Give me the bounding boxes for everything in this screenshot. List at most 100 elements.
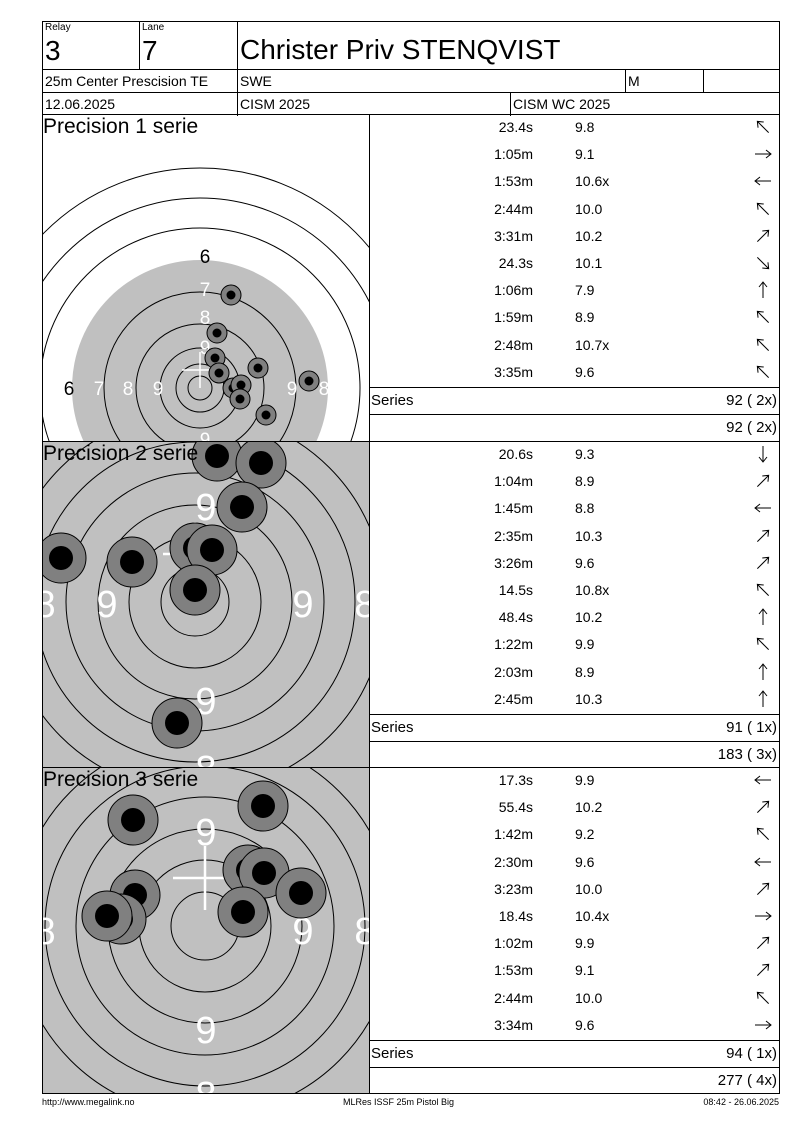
country: SWE: [240, 73, 272, 89]
ring-number: 9: [195, 681, 216, 723]
shot-time: 2:44m: [494, 200, 533, 217]
ring-number: 9: [200, 430, 211, 441]
shot-hole-center: [165, 711, 189, 735]
direction-arrow-icon: [756, 583, 770, 597]
shot-score: 9.6: [575, 1016, 595, 1033]
gender: M: [628, 73, 640, 89]
shot-time: 18.4s: [498, 908, 533, 924]
shot-time: 3:34m: [494, 1016, 533, 1033]
ring-number: 7: [200, 280, 211, 301]
shot-time: 55.4s: [498, 799, 533, 816]
shot-time: 2:30m: [494, 853, 533, 870]
direction-arrow-icon: [756, 882, 770, 895]
relay-value: 3: [45, 35, 61, 66]
shot-score: 7.9: [575, 282, 595, 299]
shot-score: 9.9: [575, 935, 595, 952]
direction-arrow-icon: [756, 474, 770, 488]
series-title-1: Precision 1 serie: [43, 115, 199, 138]
lane-label: Lane: [142, 22, 165, 33]
shot-time: 1:42m: [494, 826, 533, 843]
shot-score: 8.9: [575, 309, 595, 326]
shot-time: 3:26m: [494, 554, 533, 571]
shot-score: 10.1: [575, 255, 603, 271]
shot-score: 9.8: [575, 119, 595, 135]
shot-time: 1:59m: [494, 309, 533, 326]
shot-time: 1:53m: [494, 962, 533, 979]
shot-row: 2:30m 9.6: [369, 850, 779, 877]
ring-number: 6: [64, 379, 75, 400]
cumulative-total: 277 ( 4x): [717, 1072, 777, 1089]
divider: [139, 22, 140, 69]
shot-score: 9.6: [575, 853, 595, 870]
ring-number: 6: [200, 247, 211, 268]
shot-hole-center: [304, 376, 314, 386]
relay-label: Relay: [45, 22, 71, 33]
shot-score: 9.9: [575, 636, 595, 653]
direction-arrow-icon: [755, 1020, 772, 1030]
target-diagram-2: 9999888: [43, 442, 369, 767]
ring-number: 7: [94, 379, 105, 400]
series-total: 91 ( 1x): [726, 719, 777, 736]
cumulative-total-row: 92 ( 2x): [369, 414, 779, 442]
event-name: 25m Center Prescision TE: [45, 73, 209, 89]
ring-number: 8: [43, 584, 56, 626]
direction-arrow-icon: [758, 608, 768, 626]
shot-score: 10.0: [575, 200, 603, 217]
direction-arrow-icon: [758, 446, 768, 463]
shot-time: 24.3s: [498, 255, 533, 271]
shot-row: 1:59m 8.9: [369, 305, 779, 332]
direction-arrow-icon: [756, 638, 770, 651]
header-block: Relay 3 Lane 7 Christer Priv STENQVIST 2…: [42, 21, 780, 116]
shot-score: 9.1: [575, 962, 595, 979]
shot-score: 10.7x: [575, 336, 610, 353]
direction-arrow-icon: [758, 281, 768, 299]
direction-arrow-icon: [756, 556, 770, 569]
shot-score: 10.3: [575, 690, 603, 707]
championship: CISM WC 2025: [513, 96, 611, 112]
shot-row: 3:34m 9.6: [369, 1013, 779, 1040]
direction-arrow-icon: [756, 828, 770, 841]
shot-score: 9.6: [575, 554, 595, 571]
shot-score: 10.2: [575, 227, 603, 244]
direction-arrow-icon: [755, 149, 772, 159]
ring-number: 9: [195, 487, 216, 529]
shot-score: 10.6x: [575, 173, 610, 190]
direction-arrow-icon: [756, 311, 770, 324]
shot-score: 10.0: [575, 880, 603, 897]
shot-score: 9.2: [575, 826, 595, 843]
divider: [625, 69, 626, 92]
direction-arrow-icon: [755, 911, 772, 921]
ring-number: 8: [195, 1075, 216, 1093]
cumulative-total: 92 ( 2x): [726, 419, 777, 436]
shot-time: 2:48m: [494, 336, 533, 353]
shot-hole-center: [235, 394, 245, 404]
shot-score: 9.3: [575, 446, 595, 462]
direction-arrow-icon: [756, 120, 770, 134]
shot-time: 1:02m: [494, 935, 533, 952]
shot-hole-center: [214, 368, 224, 378]
cumulative-total: 183 ( 3x): [717, 746, 777, 763]
shot-row: 3:26m 9.6: [369, 551, 779, 578]
ring-number: 8: [195, 749, 216, 767]
direction-arrow-icon: [756, 529, 770, 542]
direction-arrow-icon: [754, 177, 771, 186]
ring-number: 9: [195, 1010, 216, 1052]
cumulative-total-row: 183 ( 3x): [369, 741, 779, 769]
direction-arrow-icon: [756, 964, 770, 977]
direction-arrow-icon: [756, 991, 770, 1004]
shot-time: 1:04m: [494, 473, 533, 490]
shot-score: 10.2: [575, 799, 603, 816]
divider: [510, 92, 511, 116]
divider: [43, 92, 779, 93]
shot-score: 8.8: [575, 500, 595, 517]
